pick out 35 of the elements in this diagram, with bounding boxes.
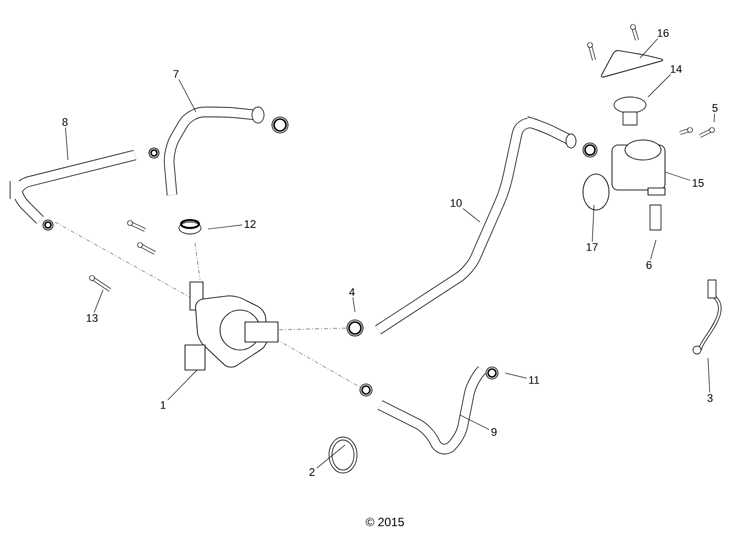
leader-line — [640, 38, 658, 58]
leader-line — [352, 297, 356, 312]
leader-line — [178, 79, 196, 112]
leader-line — [714, 113, 715, 122]
leader-line — [167, 370, 198, 400]
callout-number: 10 — [450, 199, 462, 207]
leader-line — [65, 127, 68, 160]
callout-number: 1 — [160, 401, 166, 409]
leader-line — [504, 372, 527, 378]
callout-number: 11 — [529, 376, 540, 384]
leader-line — [94, 290, 104, 313]
callout-number: 13 — [86, 314, 98, 322]
callout-number: 15 — [692, 179, 704, 187]
leader-line — [316, 444, 346, 468]
callout-number: 16 — [658, 29, 669, 37]
callout-number: 9 — [491, 428, 497, 436]
leader-line — [592, 204, 594, 242]
callout-number: 3 — [707, 394, 713, 402]
callout-number: 7 — [174, 70, 179, 78]
leader-line — [664, 172, 690, 181]
callout-number: 2 — [310, 468, 315, 476]
callout-number: 17 — [586, 243, 598, 251]
callout-number: 12 — [244, 220, 256, 228]
leader-line — [460, 414, 490, 430]
callout-number: 6 — [646, 261, 652, 269]
callout-number: 8 — [62, 118, 68, 126]
leader-line — [648, 74, 671, 98]
leader-line — [650, 240, 656, 260]
leader-line — [208, 224, 242, 230]
callout-number: 4 — [349, 288, 355, 296]
callout-number: 5 — [712, 104, 718, 112]
copyright-note: © 2015 — [366, 518, 404, 526]
leader-line — [708, 358, 710, 393]
leader-line — [462, 208, 480, 222]
callout-number: 14 — [670, 65, 682, 73]
